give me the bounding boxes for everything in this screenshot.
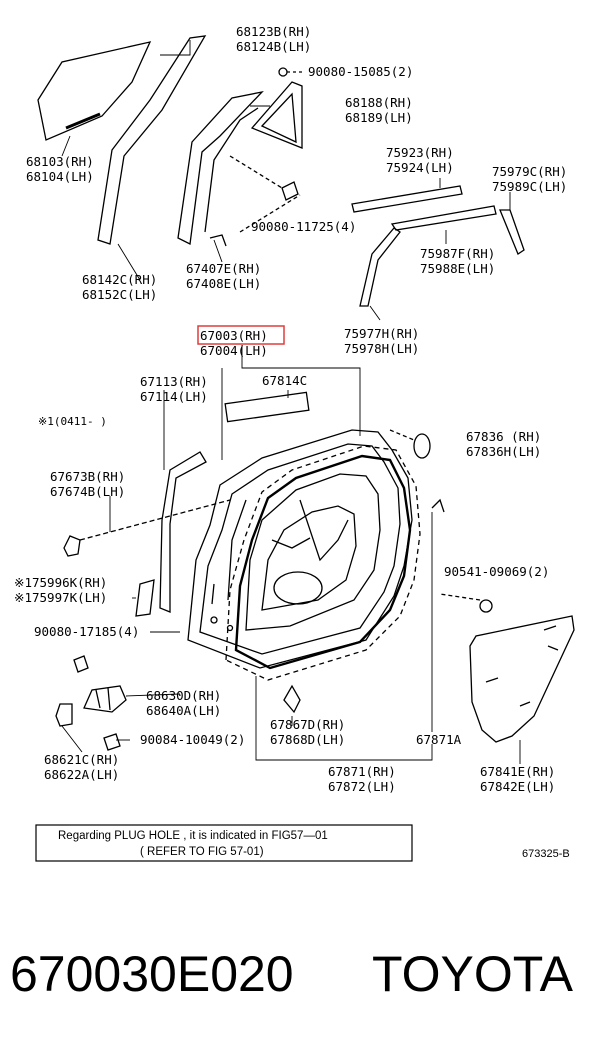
- label-67836: 67836 (RH): [466, 429, 541, 444]
- glass-run-67113: [159, 451, 207, 613]
- part-labels: 68123B(RH) 68124B(LH) 90080-15085(2) 681…: [14, 24, 567, 794]
- label-68630d: 68630D(RH): [146, 688, 221, 703]
- label-0411: ※1(0411- ): [38, 415, 107, 428]
- label-75997k: ※175997K(LH): [14, 590, 107, 605]
- hole-plug-67836: [413, 433, 431, 459]
- label-67842e: 67842E(LH): [480, 779, 555, 794]
- note-line-1: Regarding PLUG HOLE , it is indicated in…: [58, 830, 328, 842]
- label-90084: 90084-10049(2): [140, 732, 245, 747]
- figure-code: 673325-B: [522, 848, 570, 860]
- door-glass-68103: [37, 41, 152, 141]
- stopper-67867d: [283, 684, 301, 714]
- label-68152c: 68152C(LH): [82, 287, 157, 302]
- screw-90080-17185: [73, 655, 89, 673]
- label-68123b: 68123B(RH): [236, 24, 311, 39]
- frame-moulding-75987f: [390, 205, 497, 231]
- moulding-75979c: [499, 209, 525, 255]
- label-67836h: 67836H(LH): [466, 444, 541, 459]
- label-67004: 67004(LH): [200, 343, 268, 358]
- seal-67814c: [224, 391, 310, 423]
- label-75977h: 75977H(RH): [344, 326, 419, 341]
- cover-67841e: [469, 615, 575, 743]
- division-bar-67407e: [177, 90, 264, 245]
- label-67841e: 67841E(RH): [480, 764, 555, 779]
- label-68188: 68188(RH): [345, 95, 413, 110]
- label-68142c: 68142C(RH): [82, 272, 157, 287]
- label-67003: 67003(RH): [200, 328, 268, 343]
- label-67673b: 67673B(RH): [50, 469, 125, 484]
- label-68104: 68104(LH): [26, 169, 94, 184]
- label-90080-11725: 90080-11725(4): [251, 219, 356, 234]
- hinge-68630d: [83, 685, 127, 713]
- hinge-68621c: [55, 703, 73, 727]
- label-90541: 90541-09069(2): [444, 564, 549, 579]
- door-shell-67003: [187, 429, 413, 669]
- label-68640a: 68640A(LH): [146, 703, 221, 718]
- label-67871a: 67871A: [416, 732, 462, 747]
- pillar-moulding-75977h: [359, 227, 401, 307]
- quarter-glass-68188: [250, 81, 303, 149]
- label-67872: 67872(LH): [328, 779, 396, 794]
- part-number: 670030E020: [10, 946, 294, 1002]
- parts-drawing: [37, 35, 575, 764]
- leader-lines: [61, 40, 521, 764]
- screw-90080-11725: [281, 181, 299, 201]
- note-line-2: ( REFER TO FIG 57-01): [140, 846, 264, 858]
- screw-90080-15085: [278, 67, 288, 77]
- plug-hole-note: Regarding PLUG HOLE , it is indicated in…: [35, 824, 413, 862]
- label-67408e: 67408E(LH): [186, 276, 261, 291]
- label-67407e: 67407E(RH): [186, 261, 261, 276]
- label-68621c: 68621C(RH): [44, 752, 119, 767]
- belt-moulding-75923: [351, 185, 463, 213]
- label-75989c: 75989C(LH): [492, 179, 567, 194]
- label-68189: 68189(LH): [345, 110, 413, 125]
- label-67868d: 67868D(LH): [270, 732, 345, 747]
- label-67814c: 67814C: [262, 373, 307, 388]
- label-68124b: 68124B(LH): [236, 39, 311, 54]
- label-67867d: 67867D(RH): [270, 717, 345, 732]
- label-68622a: 68622A(LH): [44, 767, 119, 782]
- brand-name: TOYOTA: [372, 946, 573, 1002]
- glass-run-68142c: [97, 35, 207, 245]
- selected-part-highlight: [197, 325, 285, 345]
- label-75924: 75924(LH): [386, 160, 454, 175]
- footer: 670030E020 TOYOTA: [0, 940, 600, 1020]
- label-75923: 75923(RH): [386, 145, 454, 160]
- label-75987f: 75987F(RH): [420, 246, 495, 261]
- label-75978h: 75978H(LH): [344, 341, 419, 356]
- label-68103: 68103(RH): [26, 154, 94, 169]
- label-67871: 67871(RH): [328, 764, 396, 779]
- cushion-90541: [479, 599, 493, 613]
- bolt-90084-10049: [103, 733, 121, 751]
- label-67674b: 67674B(LH): [50, 484, 125, 499]
- label-75979c: 75979C(RH): [492, 164, 567, 179]
- label-67114: 67114(LH): [140, 389, 208, 404]
- label-75988e: 75988E(LH): [420, 261, 495, 276]
- weatherstrip-67871: [234, 454, 412, 670]
- label-67113: 67113(RH): [140, 374, 208, 389]
- pad-75996k: [135, 579, 155, 617]
- label-75996k: ※175996K(RH): [14, 575, 107, 590]
- clip-67673b: [63, 535, 81, 557]
- label-90080-17185: 90080-17185(4): [34, 624, 139, 639]
- label-90080-15085: 90080-15085(2): [308, 64, 413, 79]
